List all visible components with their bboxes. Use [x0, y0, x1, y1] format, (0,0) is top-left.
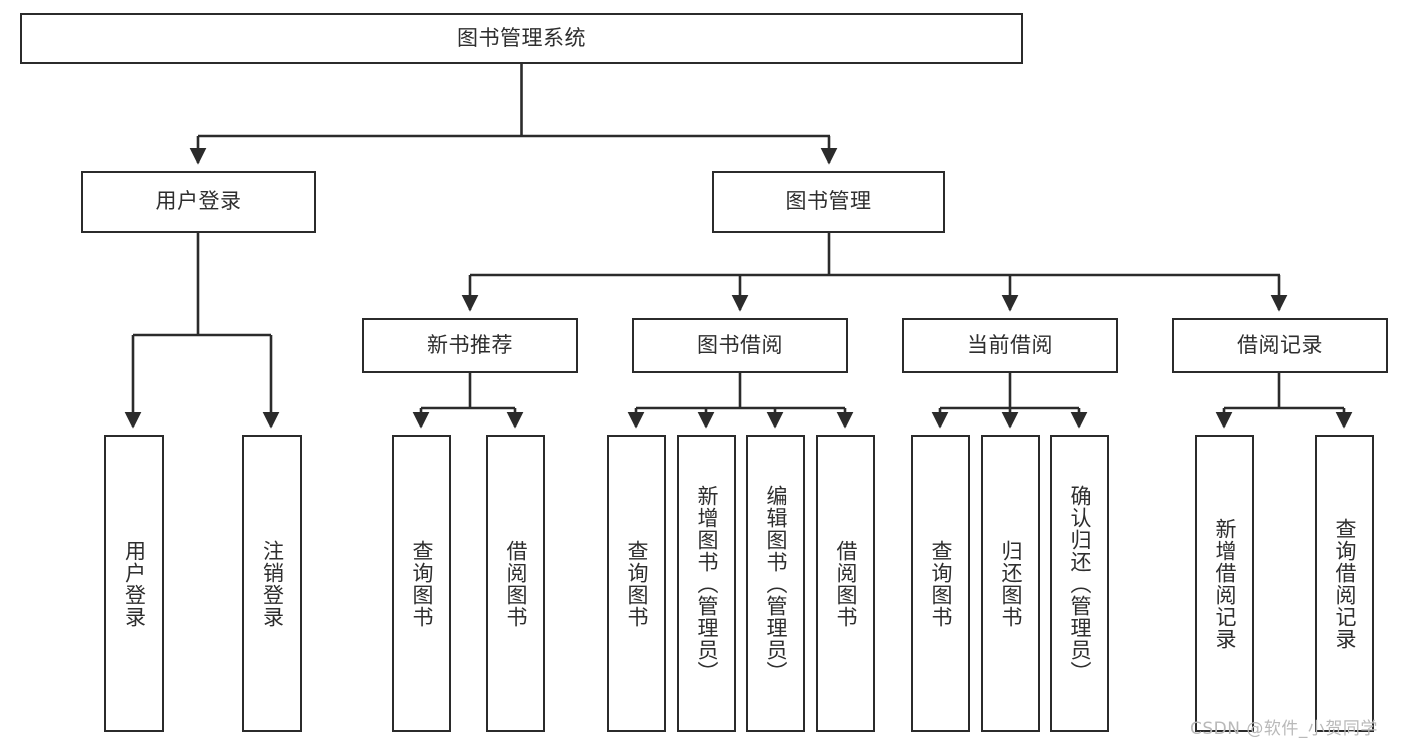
node-label: 查询图书: [928, 539, 953, 628]
node-borrow-book-action[interactable]: 借阅图书: [816, 435, 875, 732]
node-label: 借阅图书: [833, 539, 858, 628]
node-label: 用户登录: [155, 189, 242, 214]
node-borrow-record[interactable]: 借阅记录: [1172, 318, 1388, 373]
node-label: 注销登录: [260, 539, 285, 628]
node-label: 新增图书（管理员）: [694, 484, 719, 683]
csdn-watermark: CSDN @软件_小贺同学: [1190, 719, 1378, 739]
node-book-manage[interactable]: 图书管理: [712, 171, 945, 233]
node-return-book[interactable]: 归还图书: [981, 435, 1040, 732]
node-label: 新增借阅记录: [1212, 517, 1237, 650]
node-label: 确认归还（管理员）: [1067, 484, 1092, 683]
node-label: 查询图书: [409, 539, 434, 628]
node-new-book-recommend[interactable]: 新书推荐: [362, 318, 578, 373]
node-label: 图书管理: [785, 189, 872, 214]
node-label: 查询图书: [624, 539, 649, 628]
node-label: 图书管理系统: [457, 25, 586, 50]
node-label: 编辑图书（管理员）: [763, 484, 788, 683]
node-query-book-recommend[interactable]: 查询图书: [392, 435, 451, 732]
node-query-borrow-record[interactable]: 查询借阅记录: [1315, 435, 1374, 732]
node-label: 查询借阅记录: [1332, 517, 1357, 650]
node-query-book-borrow[interactable]: 查询图书: [607, 435, 666, 732]
node-book-borrow[interactable]: 图书借阅: [632, 318, 848, 373]
node-user-login[interactable]: 用户登录: [81, 171, 316, 233]
node-root-system[interactable]: 图书管理系统: [20, 13, 1023, 64]
node-label: 借阅图书: [503, 539, 528, 628]
node-label: 图书借阅: [697, 332, 783, 357]
node-add-borrow-record[interactable]: 新增借阅记录: [1195, 435, 1254, 732]
node-confirm-return-admin[interactable]: 确认归还（管理员）: [1050, 435, 1109, 732]
node-label: 归还图书: [998, 539, 1023, 628]
node-edit-book-admin[interactable]: 编辑图书（管理员）: [746, 435, 805, 732]
node-query-book-current[interactable]: 查询图书: [911, 435, 970, 732]
node-label: 当前借阅: [967, 332, 1053, 357]
node-label: 新书推荐: [427, 332, 513, 357]
node-label: 用户登录: [122, 539, 147, 628]
node-borrow-book-recommend[interactable]: 借阅图书: [486, 435, 545, 732]
node-user-login-action[interactable]: 用户登录: [104, 435, 164, 732]
node-current-borrow[interactable]: 当前借阅: [902, 318, 1118, 373]
node-add-book-admin[interactable]: 新增图书（管理员）: [677, 435, 736, 732]
node-user-logout[interactable]: 注销登录: [242, 435, 302, 732]
node-label: 借阅记录: [1237, 332, 1323, 357]
